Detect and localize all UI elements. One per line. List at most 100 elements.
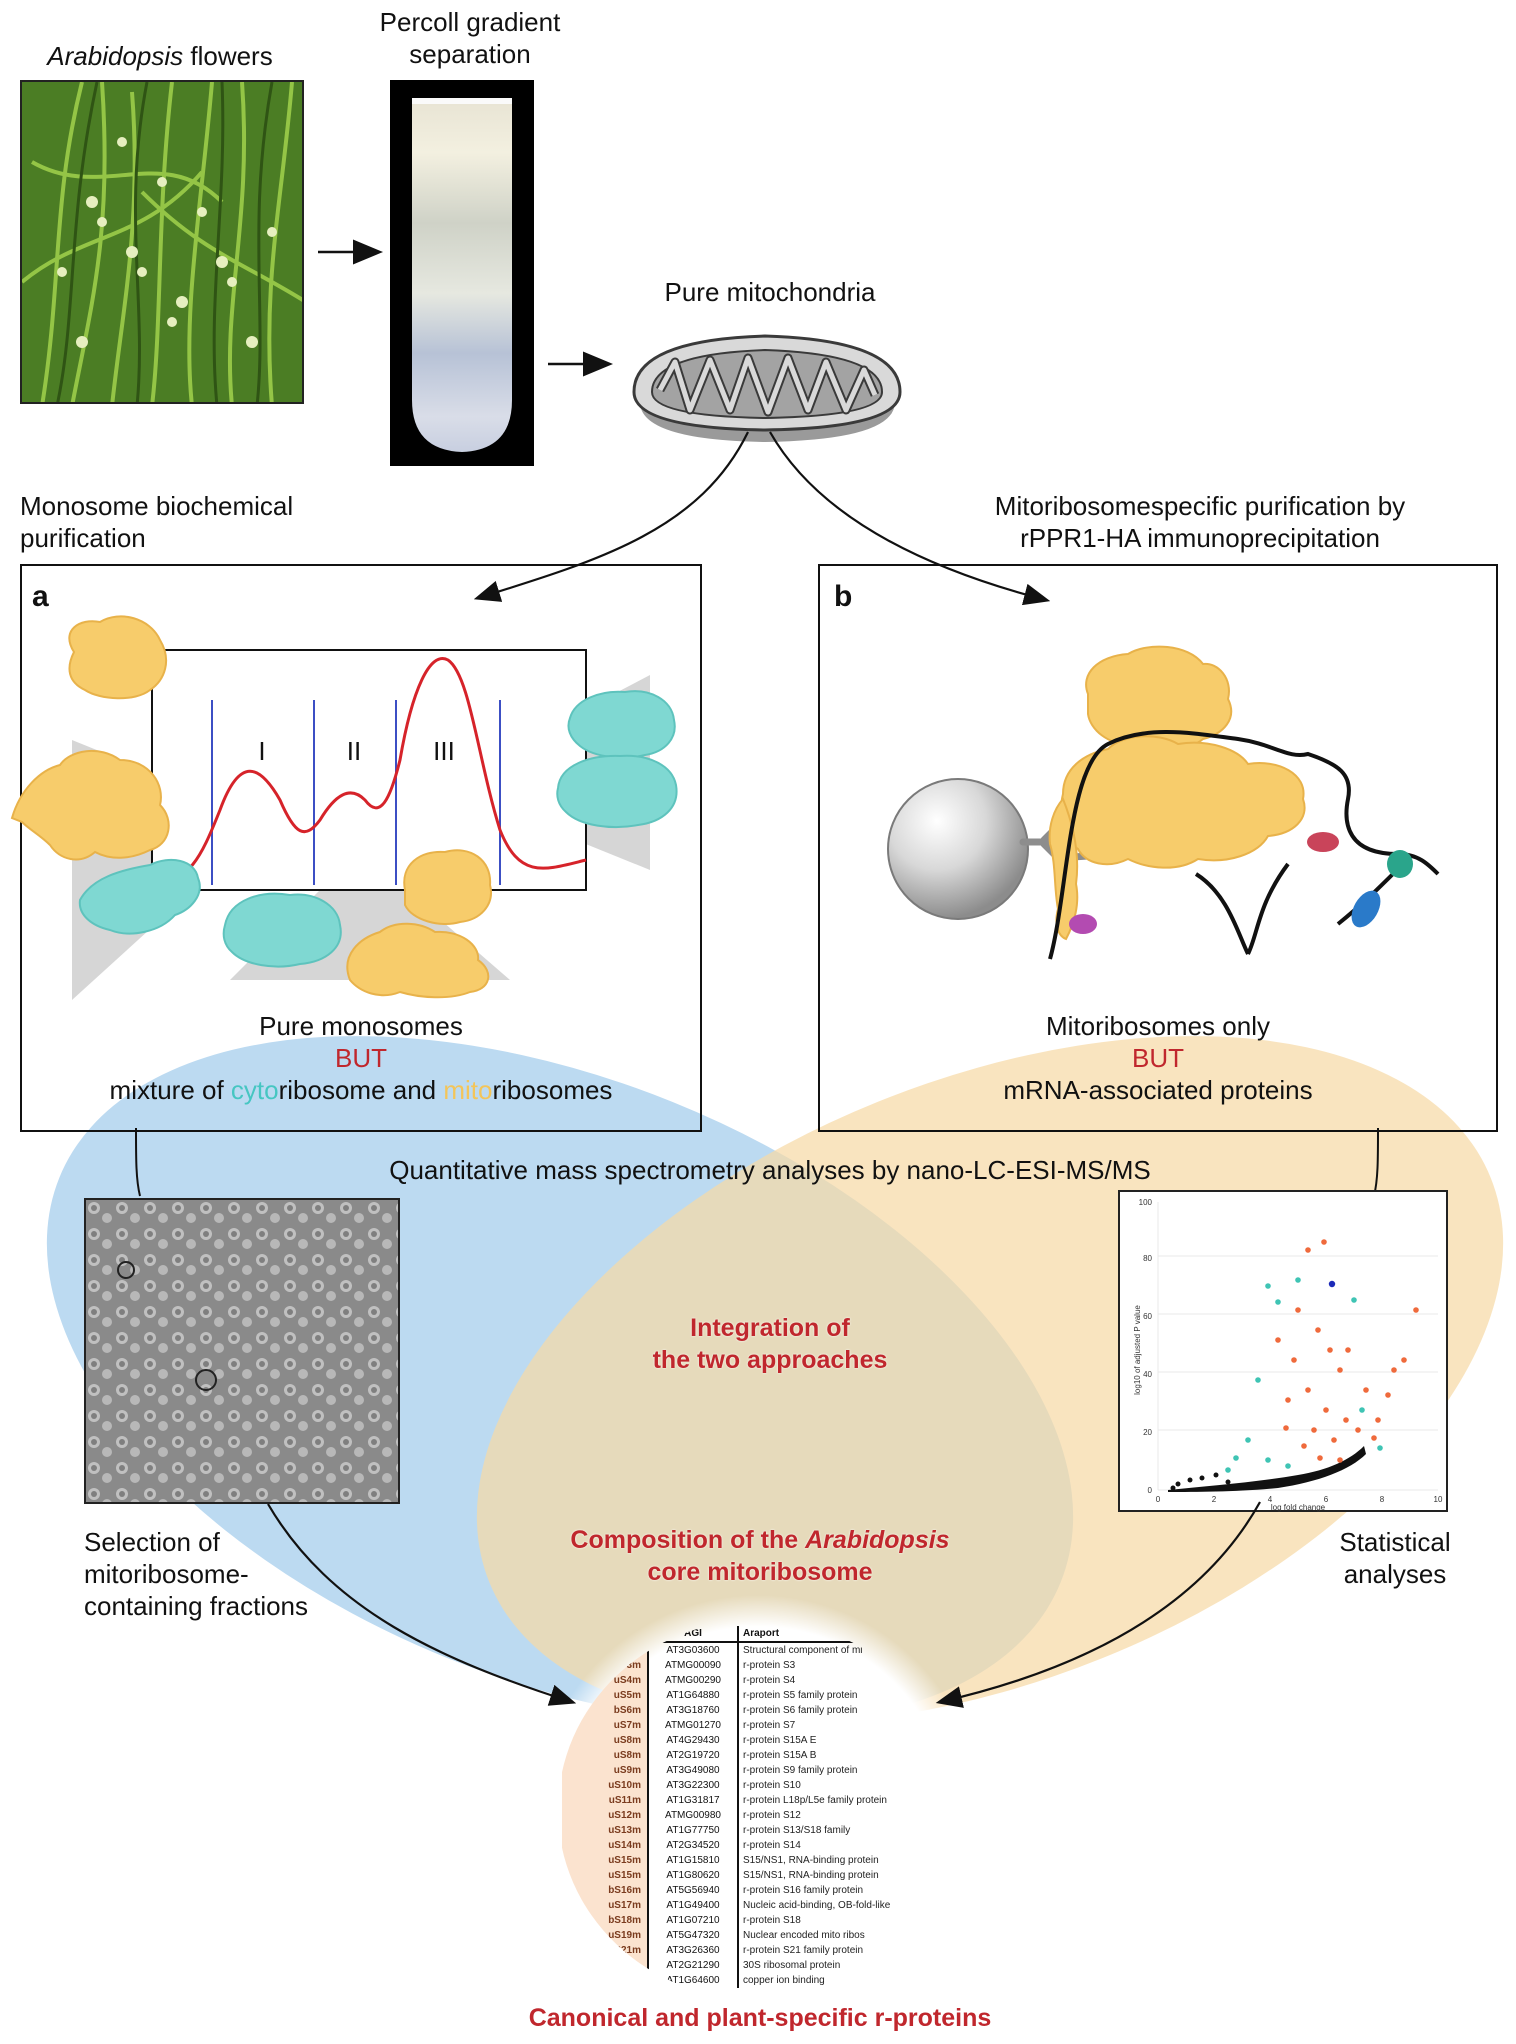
table-cell-protein: uS13m [562,1823,649,1838]
table-cell-protein: uS10m [562,1778,649,1793]
volcano-xlabel: log fold change [1271,1503,1326,1512]
table-cell-agi: AT1G49400 [647,1898,739,1913]
table-cell-araport: r-protein S6 family protein [743,1705,858,1716]
table-cell-agi: ATMG00980 [647,1808,739,1823]
xtick-4: 4 [1268,1495,1273,1504]
branch-a-heading: Monosome biochemical purification [20,491,294,553]
volcano-ylabel: log10 of adjusted P value [1133,1305,1142,1395]
table-cell-araport: r-protein S15A B [743,1750,817,1761]
rbp-blue [1351,890,1381,928]
cytoribosome-bottom [222,892,342,968]
percoll-tube-photo [390,80,534,466]
table-cell-agi: AT3G26360 [647,1943,739,1958]
table-cell-agi: AT1G80620 [647,1868,739,1883]
rbp-green [1387,850,1413,878]
table-cell-araport: r-protein S7 [743,1720,796,1731]
flowers-label: Arabidopsis flowers [47,41,273,71]
table-cell-protein: uS15m [562,1868,649,1883]
line-panel-a-to-em [135,1127,141,1197]
integration-label: Integration of the two approaches [652,1314,888,1374]
table-cell-araport: S15/NS1, RNA-binding protein [743,1855,879,1866]
mitoribosome-bottom-small [403,849,492,926]
table-cell-protein: uS11m [562,1793,649,1808]
panel-a-illustration: I II III [10,615,678,1000]
table-cell-araport: Structural component of mi [743,1645,863,1656]
table-cell-agi: AT1G15810 [647,1853,739,1868]
volcano-bait-point [1328,1280,1336,1288]
table-cell-araport: S15/NS1, RNA-binding protein [743,1870,879,1881]
cytoribosome-right-top [567,690,676,759]
arabidopsis-photo [20,80,304,404]
ytick-80: 80 [1143,1254,1152,1263]
table-cell-agi: ATMG01270 [647,1718,739,1733]
table-cell-agi: AT2G19720 [647,1748,739,1763]
table-cell-araport: r-protein S3 [743,1660,796,1671]
table-cell-araport: r-protein L18p/L5e family protein [743,1795,887,1806]
mitoribosome-bottom-large [346,922,490,999]
mrna-strand [1048,730,1440,960]
table-cell-protein: uS8m [562,1733,649,1748]
top-flow-arrows [135,239,1379,1197]
table-cell-araport: Nucleic acid-binding, OB-fold-like [743,1900,891,1911]
panel-b [818,564,1498,1132]
table-cell-araport: r-protein S18 [743,1915,801,1926]
table-cell-agi: AT3G49080 [647,1763,739,1778]
composition-label: Composition of the Arabidopsis core mito… [570,1526,950,1586]
gradient-profile-box [151,649,587,891]
table-cell-protein: uS7m [562,1718,649,1733]
table-cell-protein: uS12m [562,1808,649,1823]
table-cell-araport: r-protein S5 family protein [743,1690,858,1701]
table-cell-araport: r-protein S21 family protein [743,1945,864,1956]
canonical-caption: Canonical and plant-specific r-proteins [528,2004,992,2032]
table-cell-agi: ATMG00090 [647,1658,739,1673]
mitochondrion-icon [632,334,902,442]
absorbance-profile-line [151,657,587,888]
table-cell-protein: uS15m [562,1853,649,1868]
table-cell-protein: bS16m [562,1883,649,1898]
mitoribosome-large-subunit-b [1060,735,1306,869]
table-cell-agi: ATMG00290 [647,1673,739,1688]
line-panel-b-to-volcano [1373,1127,1379,1197]
table-cell-araport: r-protein S16 family protein [743,1885,864,1896]
table-cell-protein: uS9m [562,1763,649,1778]
xtick-8: 8 [1380,1495,1385,1504]
table-cell-agi: AT5G47320 [647,1928,739,1943]
bottom-flow-arrows [267,1501,1261,1708]
magnetic-bead [887,778,1029,920]
table-cell-agi: AT3G03600 [647,1642,739,1658]
panel-a-caption: Pure monosomes BUT mixture of cytoriboso… [109,1011,613,1105]
panel-b-illustration [887,645,1440,960]
panel-a [20,564,702,1132]
table-cell-araport: r-protein S12 [743,1810,801,1821]
arrow-volcano-to-table [935,1501,1261,1708]
table-cell-araport: r-protein S9 family protein [743,1765,858,1776]
table-cell-araport: r-protein S14 [743,1840,801,1851]
table-cell-agi: AT2G34520 [647,1838,739,1853]
xtick-0: 0 [1156,1495,1161,1504]
table-cell-agi: AT1G77750 [647,1823,739,1838]
arrow-em-to-table [267,1503,577,1706]
table-cell-agi: AT1G31817 [647,1793,739,1808]
table-cell-araport: 30S ribosomal protein [743,1960,841,1971]
table-cell-agi: AT1G07210 [647,1913,739,1928]
panel-b-caption: Mitoribosomes only BUT mRNA-associated p… [1003,1011,1313,1105]
ytick-100: 100 [1139,1198,1153,1207]
table-cell-agi: AT5G56940 [647,1883,739,1898]
rbp-magenta [1069,914,1097,934]
ytick-20: 20 [1143,1428,1152,1437]
